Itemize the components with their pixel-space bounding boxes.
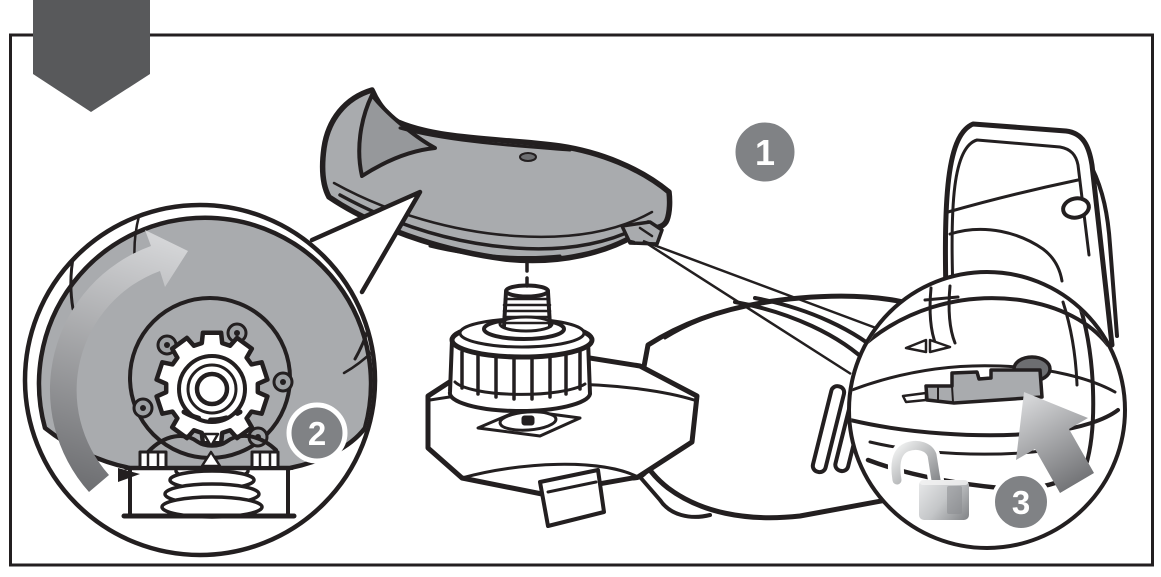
- step-number-1: 1: [755, 132, 775, 173]
- step-badge-3: 3: [991, 472, 1051, 532]
- clamp-detail: [904, 338, 952, 354]
- clamp-bolt-tip: [118, 468, 140, 482]
- spindle-threads: [502, 297, 552, 325]
- battery-release-button: [1061, 196, 1091, 220]
- section-marker-icon: [33, 0, 150, 112]
- guard-clamp-collar: [447, 315, 595, 414]
- magnified-latch-view: [851, 284, 1120, 520]
- step-badge-2: 2: [286, 402, 348, 464]
- step-number-3: 3: [1012, 484, 1030, 521]
- collar-castellation-ticks: [460, 350, 582, 401]
- callout-indicator-lines: [642, 239, 885, 376]
- spindle-lock-button: [521, 415, 535, 426]
- step-badge-1: 1: [732, 119, 798, 185]
- magnifier-circle-icon: [847, 270, 1127, 550]
- magnified-guard-view: [36, 207, 373, 519]
- guard-inner-mouth: [357, 93, 437, 178]
- alignment-mark-down-triangle: [202, 432, 220, 448]
- detail-callout-left: 2: [22, 189, 423, 558]
- guard-pin: [519, 152, 537, 162]
- guard-lock-lever: [924, 368, 1044, 405]
- rotate-guard-arrow-icon: [49, 230, 189, 492]
- press-lever-arrow-icon: [1016, 392, 1094, 493]
- vent-slot: [810, 384, 847, 475]
- detail-callout-right: 3: [847, 270, 1127, 550]
- clamp-bracket: [121, 450, 297, 519]
- step-number-2: 2: [308, 415, 326, 452]
- callout-wedge: [312, 192, 420, 292]
- unlocked-padlock-icon: [887, 437, 969, 520]
- threaded-spindle: [502, 283, 552, 328]
